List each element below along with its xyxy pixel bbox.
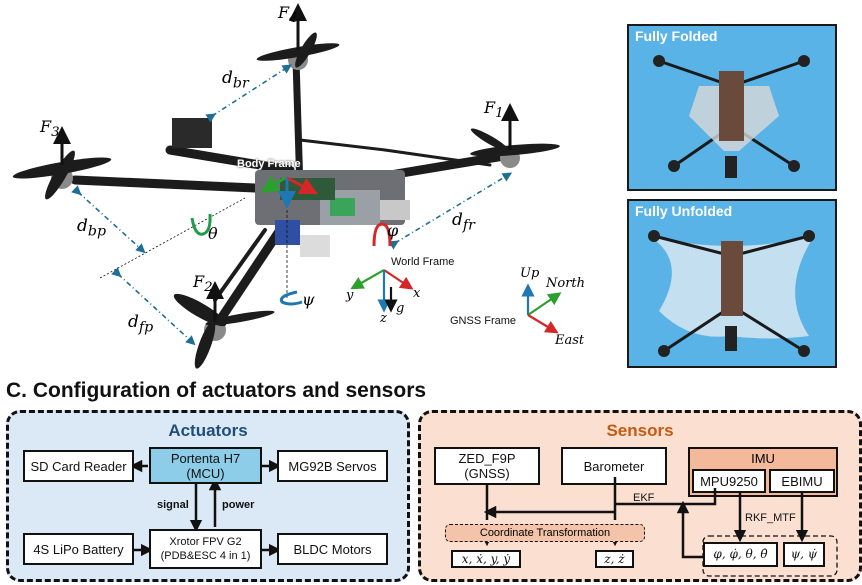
esc-box: Xrotor FPV G2 (PDB&ESC 4 in 1) [149,529,262,569]
gnss-box: ZED_F9P (GNSS) [434,447,540,485]
imu-label: IMU [751,451,775,466]
gnss-east-label: East [555,333,585,348]
output-z-box: z, ż [595,550,634,568]
fully-unfolded-label: Fully Unfolded [635,203,733,219]
gnss-frame-axes [521,283,562,334]
mcu-box: Portenta H7 (MCU) [149,447,262,484]
world-y-label: y [346,288,354,303]
fully-folded-label: Fully Folded [635,28,718,44]
world-z-label: z [380,311,387,326]
sensors-title: Sensors [606,421,674,440]
gnss-frame-label: GNSS Frame [450,315,517,327]
mcu-type: (MCU) [186,465,225,481]
distance-dbp-label: dbp [77,216,107,240]
force-arrows [53,3,519,322]
distance-dfp-label: dfp [128,312,154,336]
rkf-mtf-label: RKF_MTF [745,512,796,524]
world-frame-label: World Frame [391,256,455,268]
yaw-rotation-icon [279,290,303,306]
output-xy-box: x, ẋ, y, ẏ [451,550,521,568]
drone-illustration [12,3,562,369]
pitch-rotation-icon [190,213,212,236]
ekf-label: EKF [633,492,655,504]
gnss-up-label: Up [520,266,540,281]
photo-fully-unfolded: Fully Unfolded [627,199,837,368]
mcu-name: Portenta H7 [170,450,241,466]
actuator-connections [129,459,282,557]
distance-dbr-label: dbr [222,68,249,92]
roll-label: φ [387,221,399,240]
pitch-label: θ [208,224,218,243]
world-x-label: x [413,286,421,301]
propellers [12,32,560,369]
force-f4-label: FF_44 [278,3,298,27]
sd-card-reader-box: SD Card Reader [23,450,134,482]
photo-fully-folded: Fully Folded [627,24,837,191]
output-attitude-box: φ, φ̇, θ, θ̇ [703,542,778,567]
gnss-north-label: North [546,276,586,291]
world-frame-axes [350,269,414,313]
battery-box: 4S LiPo Battery [23,533,134,565]
section-c-title: C. Configuration of actuators and sensor… [6,379,427,402]
folded-drone-image [653,55,810,178]
body-frame-axes [260,175,318,209]
esc-type: (PDB&ESC 4 in 1) [160,550,251,562]
mpu9250-box: MPU9250 [692,469,766,493]
distance-dfr-label: dfr [452,210,475,234]
gravity-label: g [396,301,405,316]
actuators-title: Actuators [168,421,248,440]
roll-rotation-icon [372,222,392,247]
gnss-name: ZED_F9P [458,451,516,466]
output-yaw-box: ψ, ψ̇ [783,542,825,567]
coordinate-transformation-box: Coordinate Transformation [445,524,645,542]
force-f2-label: F2 [193,272,213,296]
force-f1-label: F1 [484,98,504,122]
yaw-label: ψ [302,290,315,309]
unfolded-drone-image [648,230,815,357]
power-label: power [222,499,255,511]
force-f3-label: F3 [40,117,60,141]
ebimu-box: EBIMU [769,469,835,493]
body-frame-label: Body Frame [237,158,301,170]
servos-box: MG92B Servos [277,450,388,482]
sensor-connections [480,477,838,577]
distance-arrows [71,64,513,346]
esc-name: Xrotor FPV G2 [169,536,242,548]
motors-box: BLDC Motors [277,533,388,565]
gnss-type: (GNSS) [464,466,510,481]
signal-label: signal [157,499,189,511]
